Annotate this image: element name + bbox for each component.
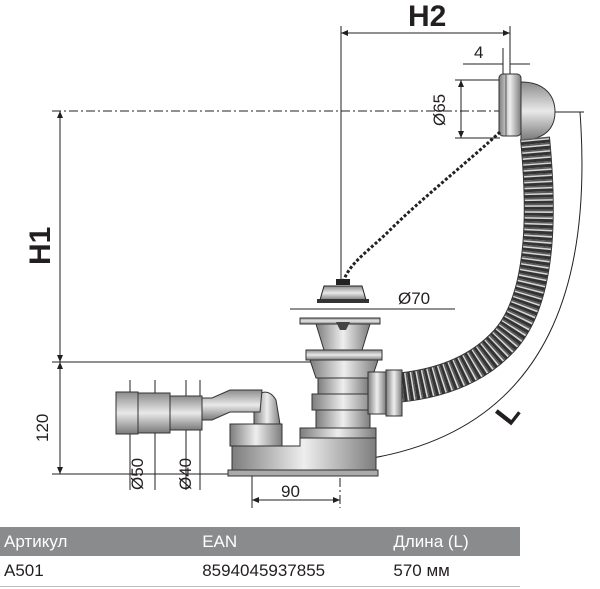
cell-length: 570 мм [389, 556, 520, 587]
header-article: Артикул [4, 531, 68, 551]
d40-label: Ø40 [176, 458, 195, 490]
d70-dimension: Ø70 [290, 289, 455, 310]
cell-ean: 8594045937855 [198, 556, 390, 587]
header-length: Длина (L) [393, 531, 469, 551]
waste-strainer [299, 317, 383, 445]
plug-chain [341, 130, 502, 283]
h2-label: H2 [408, 0, 446, 33]
d50-label: Ø50 [128, 458, 147, 490]
header-ean: EAN [202, 531, 238, 551]
d70-label: Ø70 [398, 289, 430, 308]
h2-dimension: H2 [340, 0, 511, 282]
table-row: A501 8594045937855 570 мм [0, 556, 520, 587]
dim-4: 4 [463, 43, 530, 80]
cell-article: A501 [0, 556, 199, 587]
hose-nut [367, 369, 403, 417]
h1-dimension: H1 [24, 110, 500, 363]
dim-120-label: 120 [33, 414, 52, 442]
outlet-pipe [115, 389, 263, 435]
dim-4-label: 4 [474, 43, 483, 62]
l-label: L [490, 397, 527, 432]
overflow-head [498, 73, 556, 141]
flexible-hose [393, 136, 554, 403]
d65-dimension: Ø65 [430, 79, 500, 139]
h1-label: H1 [24, 227, 57, 265]
dim-90-label: 90 [281, 482, 300, 501]
bath-drain-technical-drawing: H2 4 Ø65 H1 120 Ø50 Ø40 [24, 0, 584, 508]
dim-120: 120 [33, 362, 232, 475]
trap-body [227, 391, 379, 477]
spec-table-header: Артикул EAN Длина (L) [0, 527, 520, 556]
spec-table: Артикул EAN Длина (L) A501 8594045937855… [0, 527, 520, 587]
d65-label: Ø65 [430, 94, 449, 126]
plug [317, 279, 369, 303]
